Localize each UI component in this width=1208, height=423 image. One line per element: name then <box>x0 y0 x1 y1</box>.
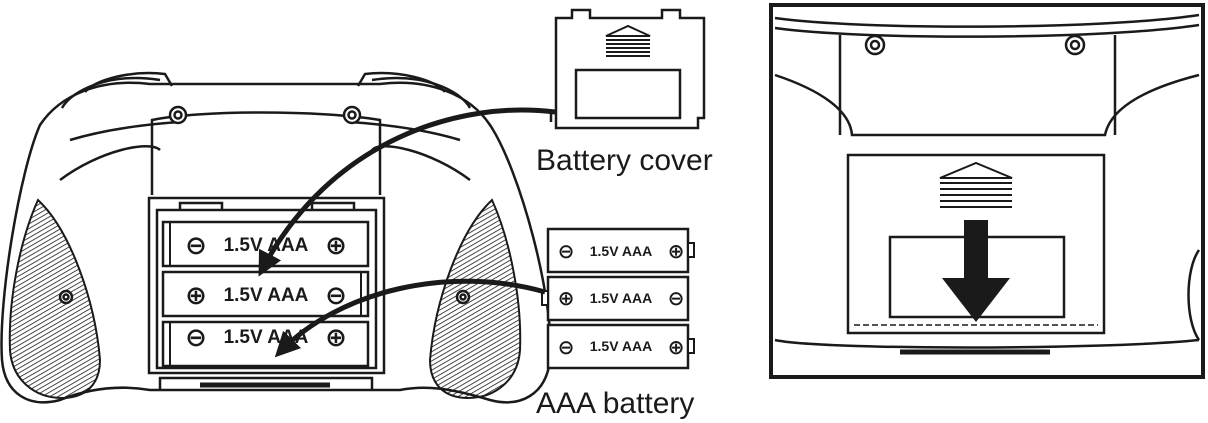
battery-cover <box>549 8 706 130</box>
loose-battery-3: ⊖ 1.5V AAA ⊕ <box>546 323 695 370</box>
minus-sign: ⊖ <box>558 335 575 359</box>
plus-sign: ⊕ <box>185 281 207 311</box>
minus-sign: ⊖ <box>558 239 575 263</box>
plus-sign: ⊕ <box>668 335 685 359</box>
minus-sign: ⊖ <box>325 281 347 311</box>
closed-cover-detail-panel <box>769 3 1205 379</box>
battery-cover-label: Battery cover <box>536 144 713 177</box>
controller-back <box>0 71 552 404</box>
battery-label: 1.5V AAA <box>590 290 653 306</box>
plus-sign: ⊕ <box>325 231 347 261</box>
minus-sign: ⊖ <box>668 286 685 310</box>
battery-label: 1.5V AAA <box>224 235 309 256</box>
battery-label: 1.5V AAA <box>590 338 653 354</box>
slide-down-arrow-icon <box>942 220 1010 322</box>
batteries-to-compartment-arrow <box>274 278 546 358</box>
minus-sign: ⊖ <box>185 323 207 353</box>
loose-battery-1: ⊖ 1.5V AAA ⊕ <box>546 227 695 274</box>
left-grip-texture <box>8 198 102 400</box>
battery-label: 1.5V AAA <box>590 243 653 259</box>
minus-sign: ⊖ <box>185 231 207 261</box>
right-grip-texture <box>428 198 522 400</box>
compartment-battery-row-3: ⊖ 1.5V AAA ⊕ <box>161 320 370 368</box>
inset-screws <box>864 34 1086 56</box>
battery-compartment <box>147 196 386 375</box>
compartment-battery-row-2: ⊕ 1.5V AAA ⊖ <box>161 270 370 318</box>
battery-label: 1.5V AAA <box>224 285 309 306</box>
aaa-battery-label: AAA battery <box>536 387 694 420</box>
inset-slide-arrow-icon <box>939 161 1013 208</box>
cover-to-compartment-arrow <box>258 107 556 277</box>
plus-sign: ⊕ <box>325 323 347 353</box>
plus-sign: ⊕ <box>668 239 685 263</box>
loose-battery-2: ⊕ 1.5V AAA ⊖ <box>541 275 690 322</box>
cover-slide-arrow-icon <box>605 24 651 57</box>
plus-sign: ⊕ <box>558 286 575 310</box>
controller-screws <box>58 105 471 305</box>
